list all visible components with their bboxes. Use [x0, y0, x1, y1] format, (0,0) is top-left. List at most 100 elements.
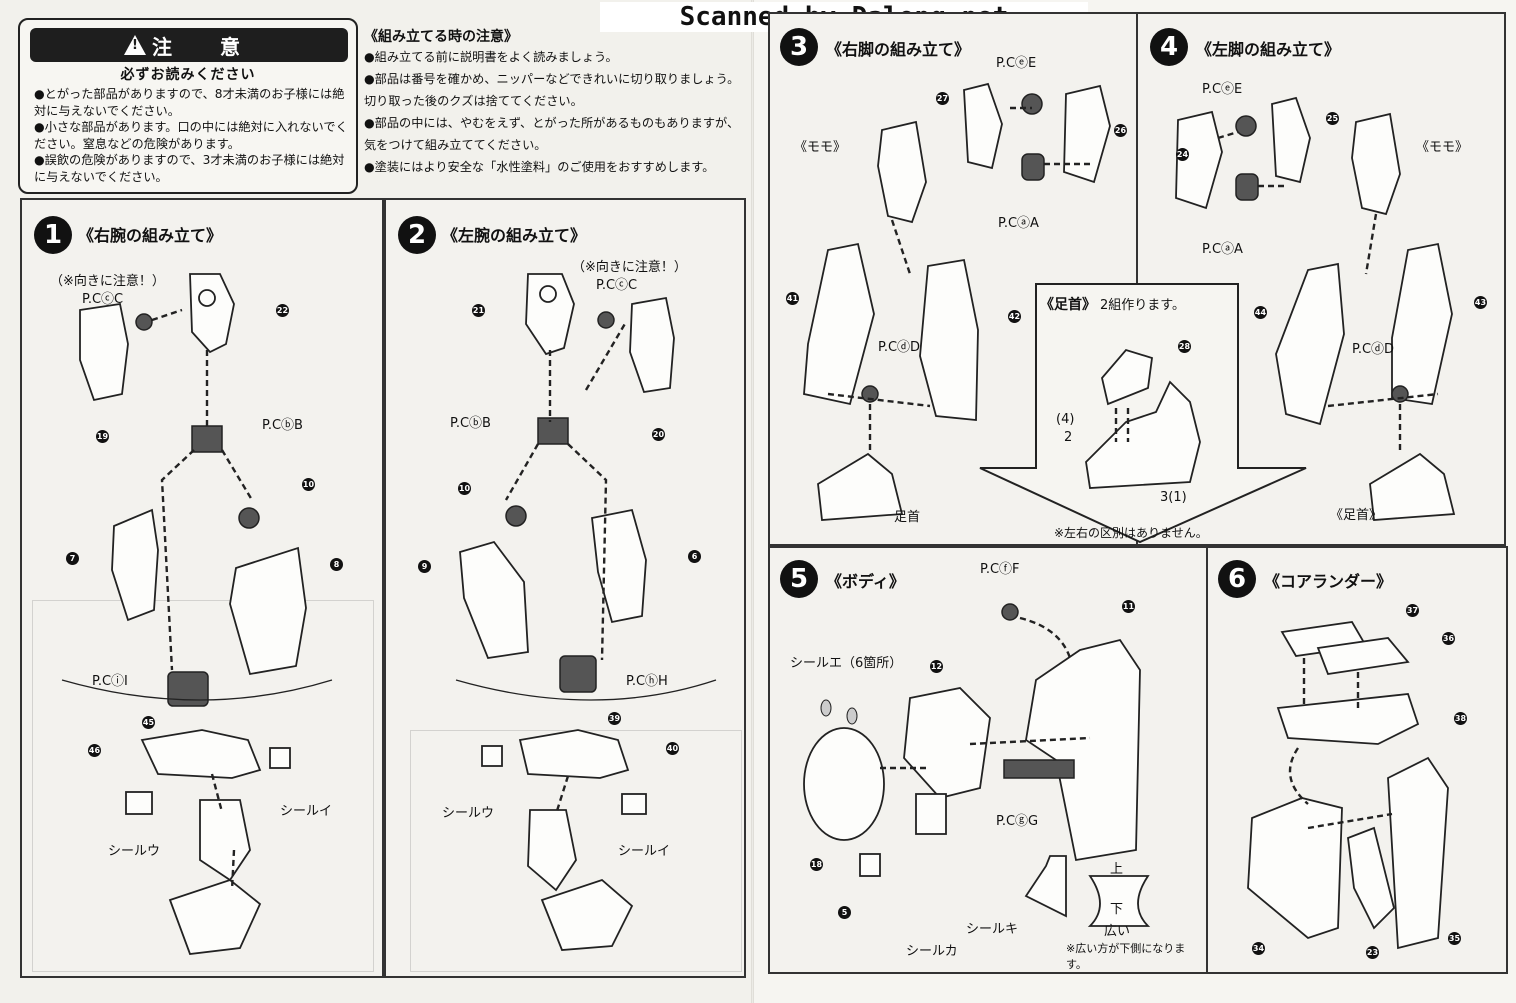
ankle-label: 《足首》 [1330, 508, 1383, 523]
part-number: 27 [936, 92, 949, 105]
step-title: 《ボディ》 [826, 572, 905, 591]
note-item: ●塗装にはより安全な「水性塗料」のご使用をおすすめします。 [364, 160, 715, 174]
seal-i-label: シールイ [618, 844, 671, 859]
step-title: 《右脚の組み立て》 [826, 40, 971, 59]
step-title: 《左脚の組み立て》 [1196, 40, 1341, 59]
pc-g-label: P.CⓖG [996, 814, 1039, 829]
part-number: 25 [1326, 112, 1339, 125]
orientation-note: （※向きに注意！） [572, 260, 687, 275]
pc-h-label: P.CⓗH [626, 674, 668, 689]
caution-item: ●小さな部品があります。口の中には絶対に入れないでください。窒息などの危険があり… [34, 120, 348, 151]
up-label: 上 [1110, 862, 1124, 877]
seal-e-label: シールエ（6箇所） [790, 656, 903, 671]
part-number: 5 [838, 906, 851, 919]
step-5-panel: 5 《ボディ》 P.CⓕF P.CⓖG シールエ（6箇所） シールカ シールキ … [768, 546, 1208, 974]
step-6-panel: 6 《コアランダー》 37 36 38 34 23 35 [1206, 546, 1508, 974]
seal-ki-label: シールキ [966, 922, 1019, 937]
ankle-inset-label: 3(1) [1160, 490, 1187, 505]
part-number: 45 [142, 716, 155, 729]
pc-a-label: P.CⓐA [998, 216, 1039, 231]
thigh-label: 《モモ》 [794, 140, 847, 155]
wide-note: ※広い方が下側になります。 [1066, 942, 1186, 971]
part-number: 7 [66, 552, 79, 565]
pc-b-label: P.CⓑB [262, 418, 303, 433]
part-number: 19 [96, 430, 109, 443]
pc-c-label: P.CⓒC [82, 292, 124, 307]
step-1-panel: 1 《右腕の組み立て》 （※向きに注意！） P.CⓒC P.CⓑB P.CⓘI … [20, 198, 384, 978]
part-number: 38 [1454, 712, 1467, 725]
step-number: 4 [1150, 28, 1188, 66]
part-number: 21 [472, 304, 485, 317]
pc-d-label: P.CⓓD [878, 340, 921, 355]
ankle-label: 足首 [894, 510, 921, 525]
part-number: 23 [1366, 946, 1379, 959]
seal-ka-label: シールカ [906, 944, 958, 959]
core-lander-diagram [1247, 621, 1449, 950]
part-number: 10 [302, 478, 315, 491]
caution-subtitle: 必ずお読みください [120, 67, 256, 83]
pc-i-label: P.CⓘI [92, 674, 128, 689]
part-number: 36 [1442, 632, 1455, 645]
pc-e-label: P.CⓔE [1202, 82, 1243, 97]
caution-item: ●誤飲の危険がありますので、3才未満のお子様には絶対に与えないでください。 [34, 153, 345, 184]
part-number: 41 [786, 292, 799, 305]
step-number: 3 [780, 28, 818, 66]
left-arm-diagram [455, 273, 717, 951]
step-title: 《右腕の組み立て》 [78, 226, 223, 245]
caution-box: 注 意 必ずお読みください ●とがった部品がありますので、8才未満のお子様には絶… [18, 18, 358, 194]
part-number: 10 [458, 482, 471, 495]
caution-list: ●とがった部品がありますので、8才未満のお子様には絶対に与えないでください。 ●… [34, 86, 354, 185]
caution-header: 注 意 [30, 28, 348, 62]
part-number: 24 [1176, 148, 1189, 161]
seal-i-label: シールイ [280, 804, 333, 819]
faded-background-print [32, 600, 374, 972]
part-number: 6 [688, 550, 701, 563]
seal-u-label: シールウ [442, 806, 495, 821]
part-number: 8 [330, 558, 343, 571]
part-number: 37 [1406, 604, 1419, 617]
pc-b-label: P.CⓑB [450, 416, 491, 431]
ankle-inset-note: ※左右の区別はありません。 [1054, 526, 1208, 540]
step-number: 6 [1218, 560, 1256, 598]
right-leg-diagram [803, 82, 1111, 521]
ankle-inset-title: 《足首》 [1040, 297, 1096, 313]
caution-item: ●とがった部品がありますので、8才未満のお子様には絶対に与えないでください。 [34, 87, 345, 118]
ankle-inset-label: 2 [1064, 430, 1073, 445]
part-number: 28 [1178, 340, 1191, 353]
step-number: 1 [34, 216, 72, 254]
orientation-note: （※向きに注意！） [50, 274, 165, 289]
caution-title: 注 意 [152, 34, 254, 59]
pc-e-label: P.CⓔE [996, 56, 1037, 71]
part-number: 40 [666, 742, 679, 755]
part-number: 44 [1254, 306, 1267, 319]
page-fold [751, 0, 754, 1003]
part-number: 34 [1252, 942, 1265, 955]
warning-icon [124, 35, 146, 55]
wide-label: 広い [1104, 924, 1131, 939]
seal-u-label: シールウ [108, 844, 161, 859]
pc-a-label: P.CⓐA [1202, 242, 1243, 257]
step-title: 《左腕の組み立て》 [442, 226, 587, 245]
ankle-inset-frame [979, 283, 1307, 544]
part-number: 9 [418, 560, 431, 573]
step-number: 5 [780, 560, 818, 598]
assembly-notes: 《組み立てる時の注意》 ●組み立てる前に説明書をよく読みましょう。 ●部品は番号… [364, 26, 744, 178]
part-number: 11 [1122, 600, 1135, 613]
ankle-inset-label: (4) [1056, 412, 1075, 427]
part-number: 12 [930, 660, 943, 673]
step-number: 2 [398, 216, 436, 254]
part-number: 46 [88, 744, 101, 757]
part-number: 18 [810, 858, 823, 871]
part-number: 22 [276, 304, 289, 317]
part-number: 39 [608, 712, 621, 725]
part-number: 26 [1114, 124, 1127, 137]
right-arm-diagram [61, 273, 333, 955]
part-number: 42 [1008, 310, 1021, 323]
part-number: 20 [652, 428, 665, 441]
body-diagram [803, 603, 1151, 927]
note-item: ●組み立てる前に説明書をよく読みましょう。 [364, 50, 618, 64]
part-number: 43 [1474, 296, 1487, 309]
assembly-notes-title: 《組み立てる時の注意》 [364, 29, 518, 45]
thigh-label: 《モモ》 [1416, 140, 1469, 155]
note-item: ●部品の中には、やむをえず、とがった所があるものもありますが、気をつけて組み立て… [364, 116, 740, 152]
